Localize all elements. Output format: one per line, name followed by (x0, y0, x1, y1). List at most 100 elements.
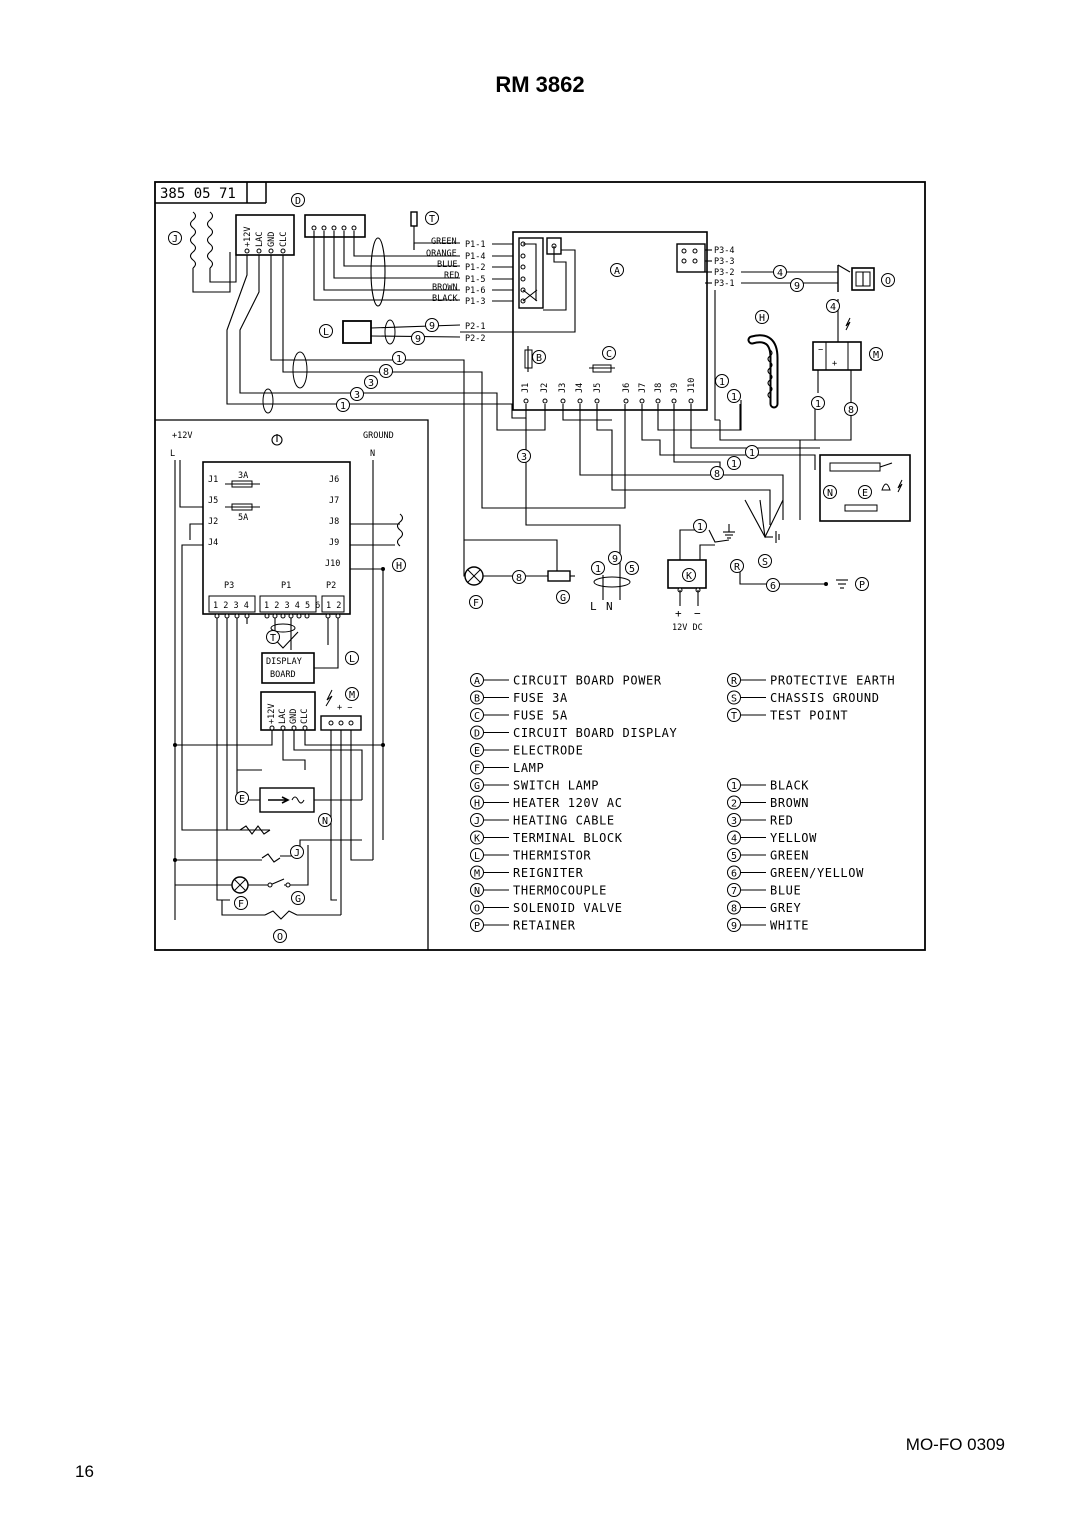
svg-text:R: R (734, 562, 741, 573)
svg-text:BOARD: BOARD (270, 670, 296, 680)
wire-color-callout-9: 9 (608, 551, 622, 565)
svg-text:1: 1 (731, 781, 737, 792)
legend-label: SWITCH LAMP (513, 779, 599, 793)
header-labels: +12V LAC GND CLC (243, 227, 289, 247)
callout-g: G (556, 590, 570, 604)
svg-text:N: N (827, 488, 833, 499)
n-label: N (606, 600, 613, 613)
legend-item-a: A CIRCUIT BOARD POWER (470, 673, 662, 688)
legend-key-s: S (727, 690, 741, 705)
legend-key-t: T (727, 708, 741, 722)
svg-text:ORANGE: ORANGE (426, 249, 457, 259)
p1-label: P1 (281, 581, 291, 591)
callout-m: M (869, 347, 883, 361)
legend-label: RETAINER (513, 919, 576, 933)
svg-text:+: + (832, 359, 837, 369)
callout-c: C (602, 346, 616, 360)
svg-text:H: H (759, 313, 765, 324)
legend-key-e: E (470, 743, 484, 757)
legend-label: GREY (770, 901, 801, 915)
svg-text:J8: J8 (329, 517, 339, 527)
legend-label: CIRCUIT BOARD POWER (513, 674, 662, 688)
j-pin-labels: J1 J2 J3 J4 J5 J6 J7 J8 J9 J10 (521, 378, 697, 393)
svg-text:BLUE: BLUE (437, 260, 457, 270)
legend-key-l: L (470, 848, 484, 862)
svg-text:J5: J5 (593, 383, 603, 393)
callout-o: O (881, 273, 895, 287)
svg-text:5: 5 (629, 564, 635, 575)
legend-label: BROWN (770, 796, 809, 810)
svg-text:GND: GND (267, 232, 277, 247)
wire-color-callout-1: 1 (336, 398, 350, 412)
wire-color-callout-1: 1 (392, 351, 406, 365)
wire-color-callout-8: 8 (710, 466, 724, 480)
svg-text:J7: J7 (638, 383, 648, 393)
svg-text:M: M (873, 350, 879, 361)
svg-text:H: H (474, 798, 480, 809)
svg-text:T: T (731, 711, 737, 722)
svg-text:G: G (474, 781, 480, 792)
svg-text:R: R (731, 676, 738, 687)
header-connector (235, 214, 295, 256)
footer-code: MO-FO 0309 (905, 1435, 1005, 1454)
svg-text:T: T (270, 633, 276, 644)
legend-key-5: 5 (727, 848, 741, 862)
svg-text:F: F (473, 598, 479, 609)
legend-item-e: E ELECTRODE (470, 743, 583, 758)
page-number: 16 (75, 1462, 94, 1481)
p1-nums: 1 2 3 4 5 6 (264, 601, 320, 611)
legend-key-b: B (470, 690, 484, 705)
svg-text:J2: J2 (540, 383, 550, 393)
svg-text:O: O (885, 276, 891, 287)
svg-text:4: 4 (731, 833, 737, 844)
svg-text:8: 8 (383, 367, 389, 378)
svg-text:1: 1 (731, 392, 737, 403)
svg-text:B: B (536, 353, 542, 364)
callout-h: H (392, 558, 406, 572)
wire-color-labels: GREEN ORANGE BLUE RED BROWN BLACK (426, 237, 459, 304)
wire-color-callout-8: 8 (379, 364, 393, 378)
wire-color-callout-3: 3 (350, 387, 364, 401)
svg-text:J7: J7 (329, 496, 339, 506)
svg-text:A: A (474, 676, 480, 687)
svg-text:9: 9 (794, 281, 800, 292)
legend-label: THERMOCOUPLE (513, 884, 607, 898)
svg-text:8: 8 (731, 903, 737, 914)
svg-text:C: C (606, 349, 612, 360)
dc-label: 12V DC (672, 623, 703, 633)
wire-color-callout-9: 9 (411, 331, 425, 345)
lower-header-labels: +12V LAC GND CLC (267, 704, 310, 724)
svg-text:O: O (277, 932, 283, 943)
legend-key-f: F (470, 760, 484, 775)
svg-text:9: 9 (429, 321, 435, 332)
callout-j: J (168, 231, 182, 245)
l-supply-label: L (170, 449, 175, 459)
lower-power-board (202, 461, 351, 615)
legend-item-g: G SWITCH LAMP (470, 778, 599, 793)
n-supply-label: N (370, 449, 375, 459)
svg-text:3: 3 (354, 390, 360, 401)
callout-h: H (755, 310, 769, 324)
callout-n: N (823, 485, 837, 499)
legend-key-o: O (470, 900, 484, 915)
svg-text:CLC: CLC (300, 709, 310, 724)
legend-label: CHASSIS GROUND (770, 691, 880, 705)
callout-f: F (234, 896, 248, 910)
legend-key-r: R (727, 673, 741, 687)
svg-text:1: 1 (815, 399, 821, 410)
svg-text:J: J (474, 816, 480, 827)
ground-label: GROUND (363, 431, 394, 441)
wire-color-callout-9: 9 (790, 278, 804, 292)
dc-minus: − (694, 607, 701, 620)
svg-text:J2: J2 (208, 517, 218, 527)
legend-label: ELECTRODE (513, 744, 583, 758)
svg-text:9: 9 (731, 921, 737, 932)
wire-color-callout-8: 8 (844, 402, 858, 416)
wire-color-callout-1: 1 (727, 456, 741, 470)
